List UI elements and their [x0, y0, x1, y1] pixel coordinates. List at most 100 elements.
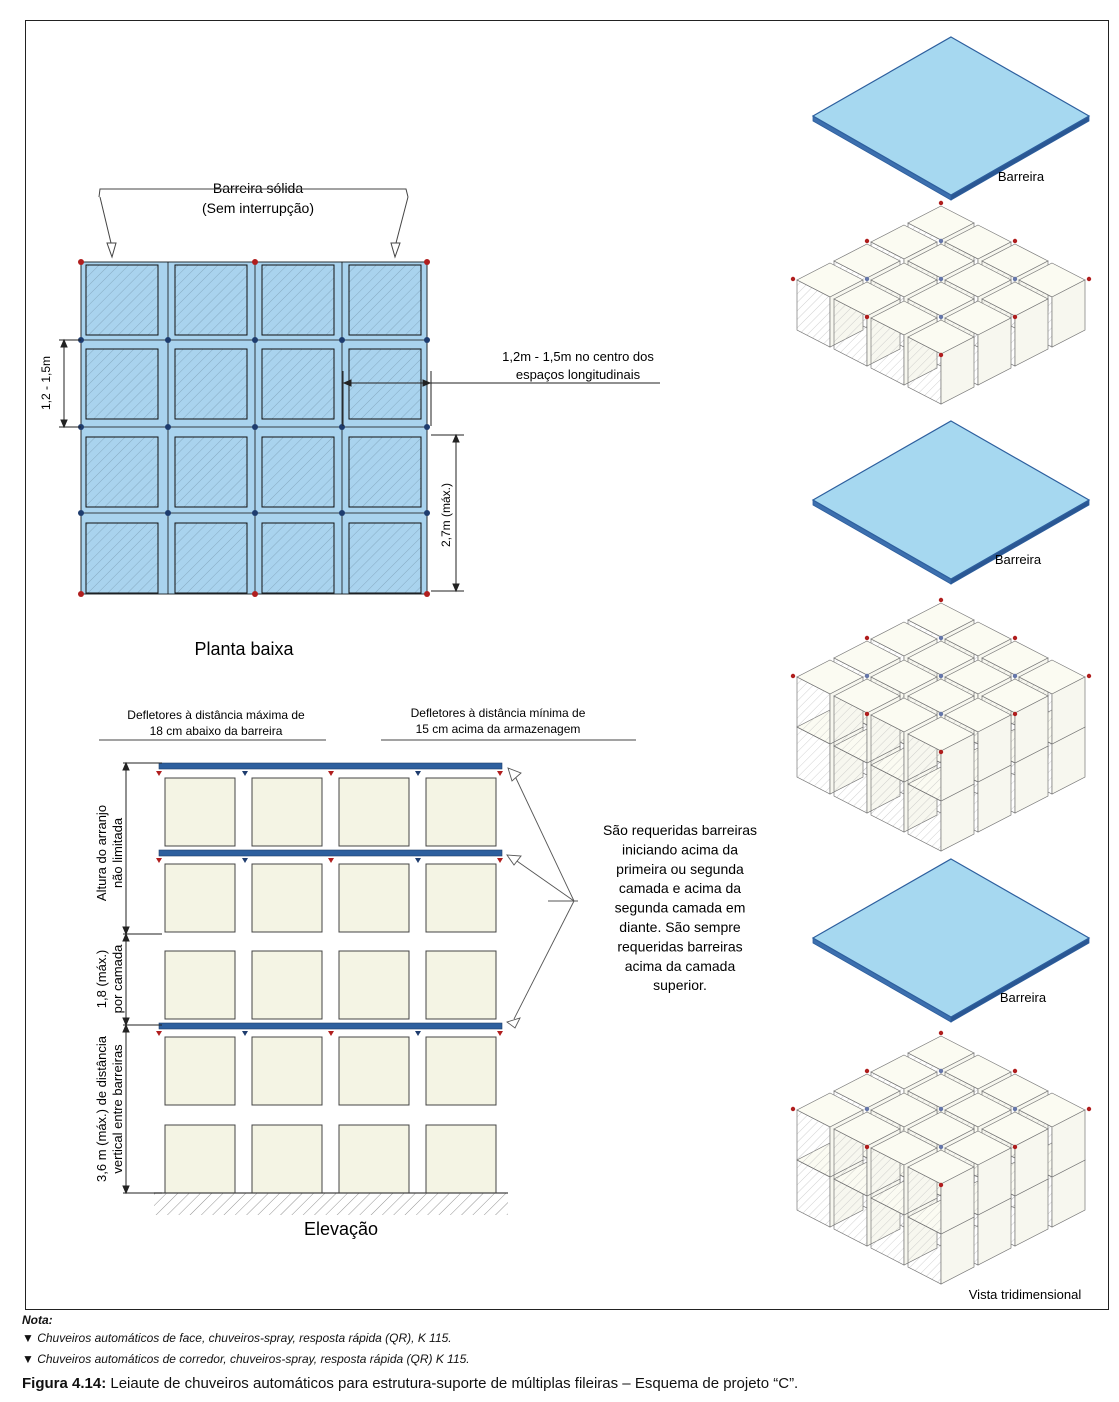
note-face-sprinkler: ▼ Chuveiros automáticos de face, chuveir…: [22, 1331, 452, 1345]
face-sprinkler-3d: [1086, 1106, 1092, 1112]
three-d-view-label: Vista tridimensional: [969, 1287, 1082, 1302]
face-sprinkler-3d: [938, 749, 944, 755]
height-label-1: Altura do arranjo: [94, 805, 109, 901]
face-sprinkler-3d: [938, 200, 944, 206]
elevation-storage-box: [338, 1036, 410, 1106]
face-sprinkler-3d: [790, 1106, 796, 1112]
face-sprinkler-3d: [864, 711, 870, 717]
plan-spacing-dimension: [59, 338, 81, 429]
elevation-storage-box: [425, 1036, 497, 1106]
elevation-storage-box: [164, 950, 236, 1020]
storage-cube-right: [977, 1147, 1012, 1216]
elevation-title: Elevação: [304, 1219, 378, 1239]
face-sprinkler-marker: [328, 858, 334, 863]
aisle-sprinkler-3d: [938, 635, 944, 641]
elevation-storage-box: [251, 1124, 323, 1194]
aisle-sprinkler-dot: [424, 337, 430, 343]
aisle-sprinkler-dot: [78, 510, 84, 516]
aisle-sprinkler-3d: [938, 276, 944, 282]
aisle-sprinkler-marker: [415, 1031, 421, 1036]
face-sprinkler-dot: [252, 259, 258, 265]
aisle-sprinkler-3d: [938, 711, 944, 717]
storage-cube-right: [940, 1166, 975, 1235]
face-sprinkler-3d: [864, 1144, 870, 1150]
aisle-sprinkler-dot: [165, 337, 171, 343]
center-spacing-label-1: 1,2m - 1,5m no centro dos: [502, 349, 654, 364]
face-sprinkler-marker: [156, 858, 162, 863]
requirement-arrows: [506, 767, 578, 1029]
max-distance-dimension: [431, 433, 464, 593]
requirement-line: segunda camada em: [615, 900, 746, 916]
elevation-barrier: [158, 762, 503, 770]
face-sprinkler-3d: [864, 314, 870, 320]
aisle-sprinkler-dot: [339, 337, 345, 343]
elevation-storage-box: [164, 1124, 236, 1194]
storage-cube-right: [1051, 1109, 1086, 1178]
face-sprinkler-marker: [497, 858, 503, 863]
storage-cube-right: [940, 733, 975, 802]
face-sprinkler-dot: [424, 591, 430, 597]
center-spacing-dimension: [342, 371, 660, 426]
elevation-storage-box: [425, 950, 497, 1020]
aisle-sprinkler-dot: [252, 424, 258, 430]
elevation-storage-box: [338, 777, 410, 847]
face-sprinkler-marker: [328, 771, 334, 776]
barrier-label-line-2: (Sem interrupção): [202, 200, 314, 216]
aisle-sprinkler-3d: [938, 314, 944, 320]
face-sprinkler-3d: [790, 673, 796, 679]
plan-sprinklers: [78, 259, 430, 597]
aisle-sprinkler-dot: [424, 510, 430, 516]
three-d-view: [790, 36, 1092, 1285]
plan-storage-cell: [174, 348, 248, 420]
requirement-line: São requeridas barreiras: [603, 822, 757, 838]
aisle-sprinkler-3d: [864, 276, 870, 282]
aisle-sprinkler-3d: [864, 1106, 870, 1112]
aisle-sprinkler-3d: [1012, 276, 1018, 282]
elevation-storage-box: [164, 863, 236, 933]
storage-cube-right: [1014, 695, 1049, 764]
diagram-canvas: Barreira sólida (Sem interrupção) 1,2 - …: [39, 36, 1092, 1302]
aisle-sprinkler-dot: [252, 337, 258, 343]
vertical-label-2: vertical entre barreiras: [110, 1044, 125, 1174]
elevation-view: Defletores à distância máxima de 18 cm a…: [94, 706, 757, 1239]
elevation-barrier: [158, 1022, 503, 1030]
elevation-storage-box: [338, 950, 410, 1020]
elevation-storage-box: [251, 863, 323, 933]
elevation-storage-box: [425, 863, 497, 933]
aisle-sprinkler-marker: [242, 771, 248, 776]
plan-storage-cell: [174, 264, 248, 336]
plan-storage-cell: [85, 522, 159, 594]
barrier-3d-label-1: Barreira: [998, 169, 1045, 184]
face-sprinkler-3d: [1012, 635, 1018, 641]
ground-hatch: [154, 1193, 508, 1215]
elevation-storage-box: [251, 777, 323, 847]
storage-cube-right: [1051, 279, 1086, 348]
elevation-storage-box: [425, 1124, 497, 1194]
storage-cube-right: [977, 317, 1012, 386]
requirement-line: camada e acima da: [619, 880, 741, 896]
plan-storage-cell: [85, 264, 159, 336]
requirement-line: primeira ou segunda: [616, 861, 744, 877]
face-sprinkler-3d: [1012, 711, 1018, 717]
elevation-storage-box: [164, 1036, 236, 1106]
aisle-sprinkler-3d: [938, 1106, 944, 1112]
face-sprinkler-marker: [156, 1031, 162, 1036]
face-sprinkler-3d: [1086, 276, 1092, 282]
requirement-line: requeridas barreiras: [617, 938, 742, 954]
face-sprinkler-dot: [78, 591, 84, 597]
aisle-sprinkler-dot: [252, 510, 258, 516]
deflector-max-label-2: 18 cm abaixo da barreira: [150, 724, 283, 738]
center-spacing-label-2: espaços longitudinais: [516, 367, 641, 382]
plan-storage-cell: [85, 436, 159, 508]
barrier-3d-label-2: Barreira: [995, 552, 1042, 567]
storage-cube-right: [1014, 1128, 1049, 1197]
aisle-sprinkler-marker: [415, 771, 421, 776]
tier-label-2: por camada: [110, 944, 125, 1013]
plan-storage-cell: [261, 522, 335, 594]
aisle-sprinkler-dot: [165, 424, 171, 430]
figure-frame: Barreira sólida (Sem interrupção) 1,2 - …: [25, 20, 1109, 1310]
max-distance-label: 2,7m (máx.): [439, 483, 453, 547]
elevation-storage-box: [338, 863, 410, 933]
face-sprinkler-3d: [1012, 1144, 1018, 1150]
elevation-dimension-lines: [122, 761, 162, 1195]
